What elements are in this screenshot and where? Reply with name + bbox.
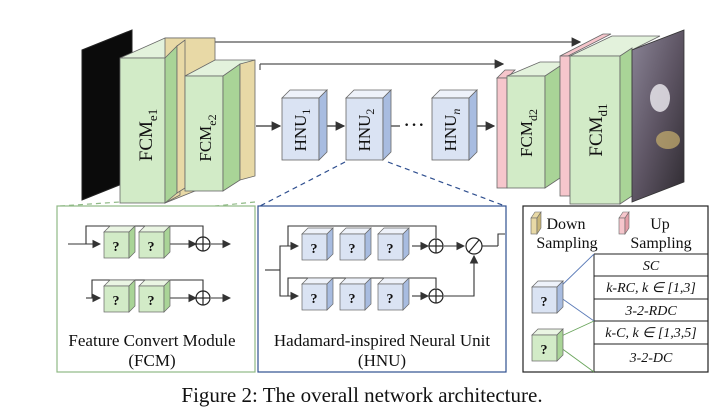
hnu-cube: ? (301, 227, 334, 261)
legend-row-dc: 3-2-DC (629, 351, 673, 366)
hadamard-op-icon (465, 237, 483, 255)
svg-text:?: ? (349, 242, 356, 257)
fcm-cube: ? (138, 279, 171, 313)
fcm-e2-label: FCMe2 (196, 114, 219, 161)
svg-text:?: ? (387, 242, 394, 257)
hnu-detail-panel: ? ? ? ? ? ? Hadamard (257, 205, 507, 373)
hnu-panel-title: Hadamard-inspired Neural Unit (274, 331, 490, 350)
svg-text:?: ? (311, 242, 318, 257)
hnu-n-block: HNUn (431, 89, 478, 161)
svg-text:HNU1: HNU1 (291, 109, 313, 152)
svg-text:HNUn: HNUn (441, 109, 463, 152)
svg-text:?: ? (113, 240, 120, 255)
down-sampling-label-2: Sampling (536, 235, 597, 252)
up-sampling-label-1: Up (650, 216, 670, 233)
legend-row-kc: k-C, k ∈ [1,3,5] (605, 326, 697, 341)
fcm-d2-block: FCMd2 (496, 61, 579, 189)
fcm-cube: ? (103, 225, 136, 259)
svg-text:?: ? (541, 295, 548, 310)
add-op-icon (195, 290, 211, 306)
fcm-cube: ? (103, 279, 136, 313)
legend-fcm-cube: ? (531, 328, 564, 362)
svg-text:?: ? (311, 292, 318, 307)
hnu-cube: ? (377, 227, 410, 261)
down-sampling-label-1: Down (546, 216, 585, 233)
hnu-cube: ? (339, 277, 372, 311)
hnu-2-block: HNU2 (345, 89, 392, 161)
fcm-e2-block: FCMe2 (184, 59, 256, 192)
svg-text:FCMd1: FCMd1 (586, 103, 610, 156)
svg-text:?: ? (541, 343, 548, 358)
add-op-icon (428, 288, 444, 304)
hnu-panel-abbr: (HNU) (358, 351, 406, 370)
up-sampling-swatch (618, 211, 630, 235)
svg-text:?: ? (148, 294, 155, 309)
down-sampling-swatch (530, 211, 542, 235)
svg-text:FCMd2: FCMd2 (517, 109, 540, 157)
legend-row-krc: k-RC, k ∈ [1,3] (606, 281, 696, 296)
up-sampling-label-2: Sampling (630, 235, 691, 252)
svg-text:HNU2: HNU2 (355, 109, 377, 152)
fcm-e1-block: FCMe1 (119, 37, 216, 204)
add-op-icon (195, 236, 211, 252)
fcm-d1-block: FCMd1 (559, 33, 661, 205)
zoom-lines (59, 161, 506, 207)
output-image (631, 29, 685, 203)
svg-text:?: ? (113, 294, 120, 309)
figure-caption: Figure 2: The overall network architectu… (181, 383, 543, 407)
svg-text:?: ? (387, 292, 394, 307)
legend-hnu-cube: ? (531, 280, 564, 314)
svg-text:?: ? (148, 240, 155, 255)
legend-panel: Down Sampling Up Sampling SC k-RC, k ∈ [… (522, 205, 709, 373)
fcm-e1-label: FCMe1 (136, 109, 160, 161)
ellipsis: ··· (403, 112, 425, 137)
fcm-cube: ? (138, 225, 171, 259)
skip-connections (211, 37, 582, 70)
hnu-cube: ? (301, 277, 334, 311)
hnu-cube: ? (339, 227, 372, 261)
hnu-cube: ? (377, 277, 410, 311)
legend-row-sc: SC (643, 259, 660, 274)
hnu-1-block: HNU1 (281, 89, 328, 161)
fcm-panel-title: Feature Convert Module (68, 331, 235, 350)
fcm-detail-panel: ? ? ? ? Feature Convert Module (FCM) (56, 205, 256, 373)
add-op-icon (428, 238, 444, 254)
svg-text:?: ? (349, 292, 356, 307)
legend-row-rdc: 3-2-RDC (624, 304, 677, 319)
fcm-panel-abbr: (FCM) (128, 351, 175, 370)
